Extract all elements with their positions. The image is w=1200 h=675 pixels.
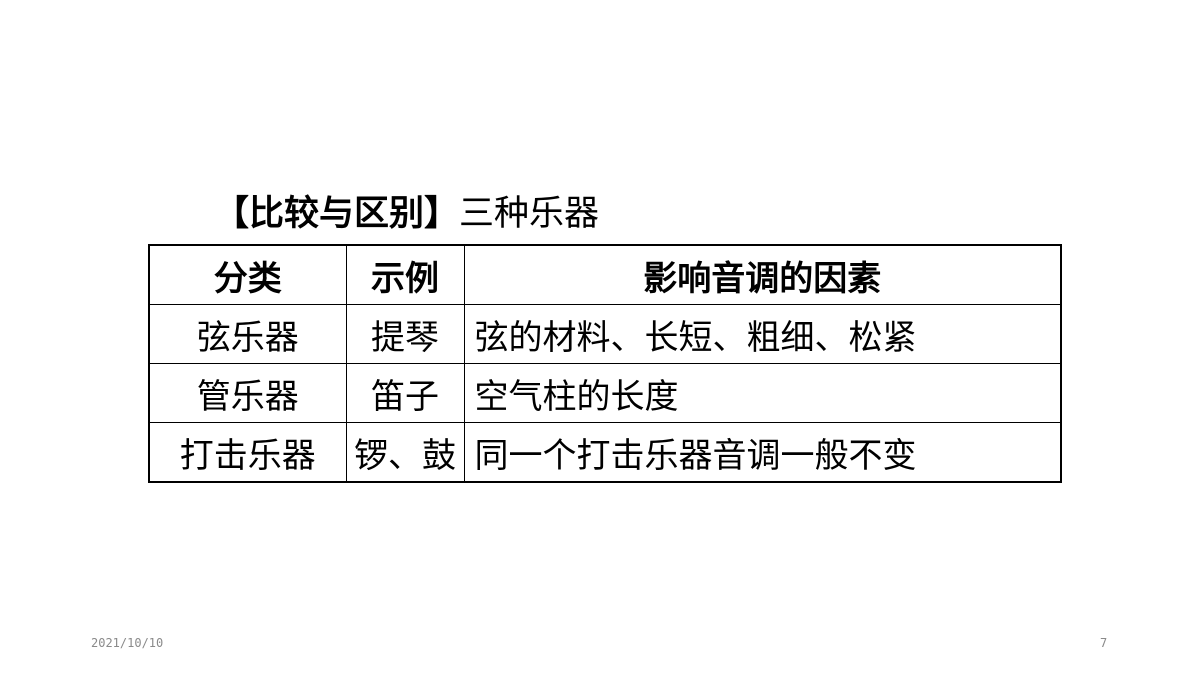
cell-category: 弦乐器 [148, 304, 347, 364]
table-row: 打击乐器 锣、鼓 同一个打击乐器音调一般不变 [148, 422, 1062, 483]
table-row: 弦乐器 提琴 弦的材料、长短、粗细、松紧 [148, 304, 1062, 364]
heading-label: 【比较与区别】 [214, 194, 460, 234]
cell-example: 笛子 [345, 363, 465, 423]
table-row: 管乐器 笛子 空气柱的长度 [148, 363, 1062, 423]
cell-factors: 空气柱的长度 [463, 363, 1062, 423]
cell-category: 管乐器 [148, 363, 347, 423]
heading-title: 三种乐器 [459, 194, 600, 234]
table-header-row: 分类 示例 影响音调的因素 [148, 244, 1062, 305]
slide-heading: 【比较与区别】三种乐器 [214, 188, 599, 240]
cell-category: 打击乐器 [148, 422, 347, 483]
cell-example: 锣、鼓 [345, 422, 465, 483]
cell-factors: 同一个打击乐器音调一般不变 [463, 422, 1062, 483]
header-category: 分类 [148, 244, 347, 305]
header-factors: 影响音调的因素 [463, 244, 1062, 305]
footer-date: 2021/10/10 [91, 636, 164, 650]
header-example: 示例 [345, 244, 465, 305]
cell-factors: 弦的材料、长短、粗细、松紧 [463, 304, 1062, 364]
page-number: 7 [1100, 636, 1108, 650]
comparison-table: 分类 示例 影响音调的因素 弦乐器 提琴 弦的材料、长短、粗细、松紧 管乐器 笛… [148, 244, 1062, 483]
cell-example: 提琴 [345, 304, 465, 364]
